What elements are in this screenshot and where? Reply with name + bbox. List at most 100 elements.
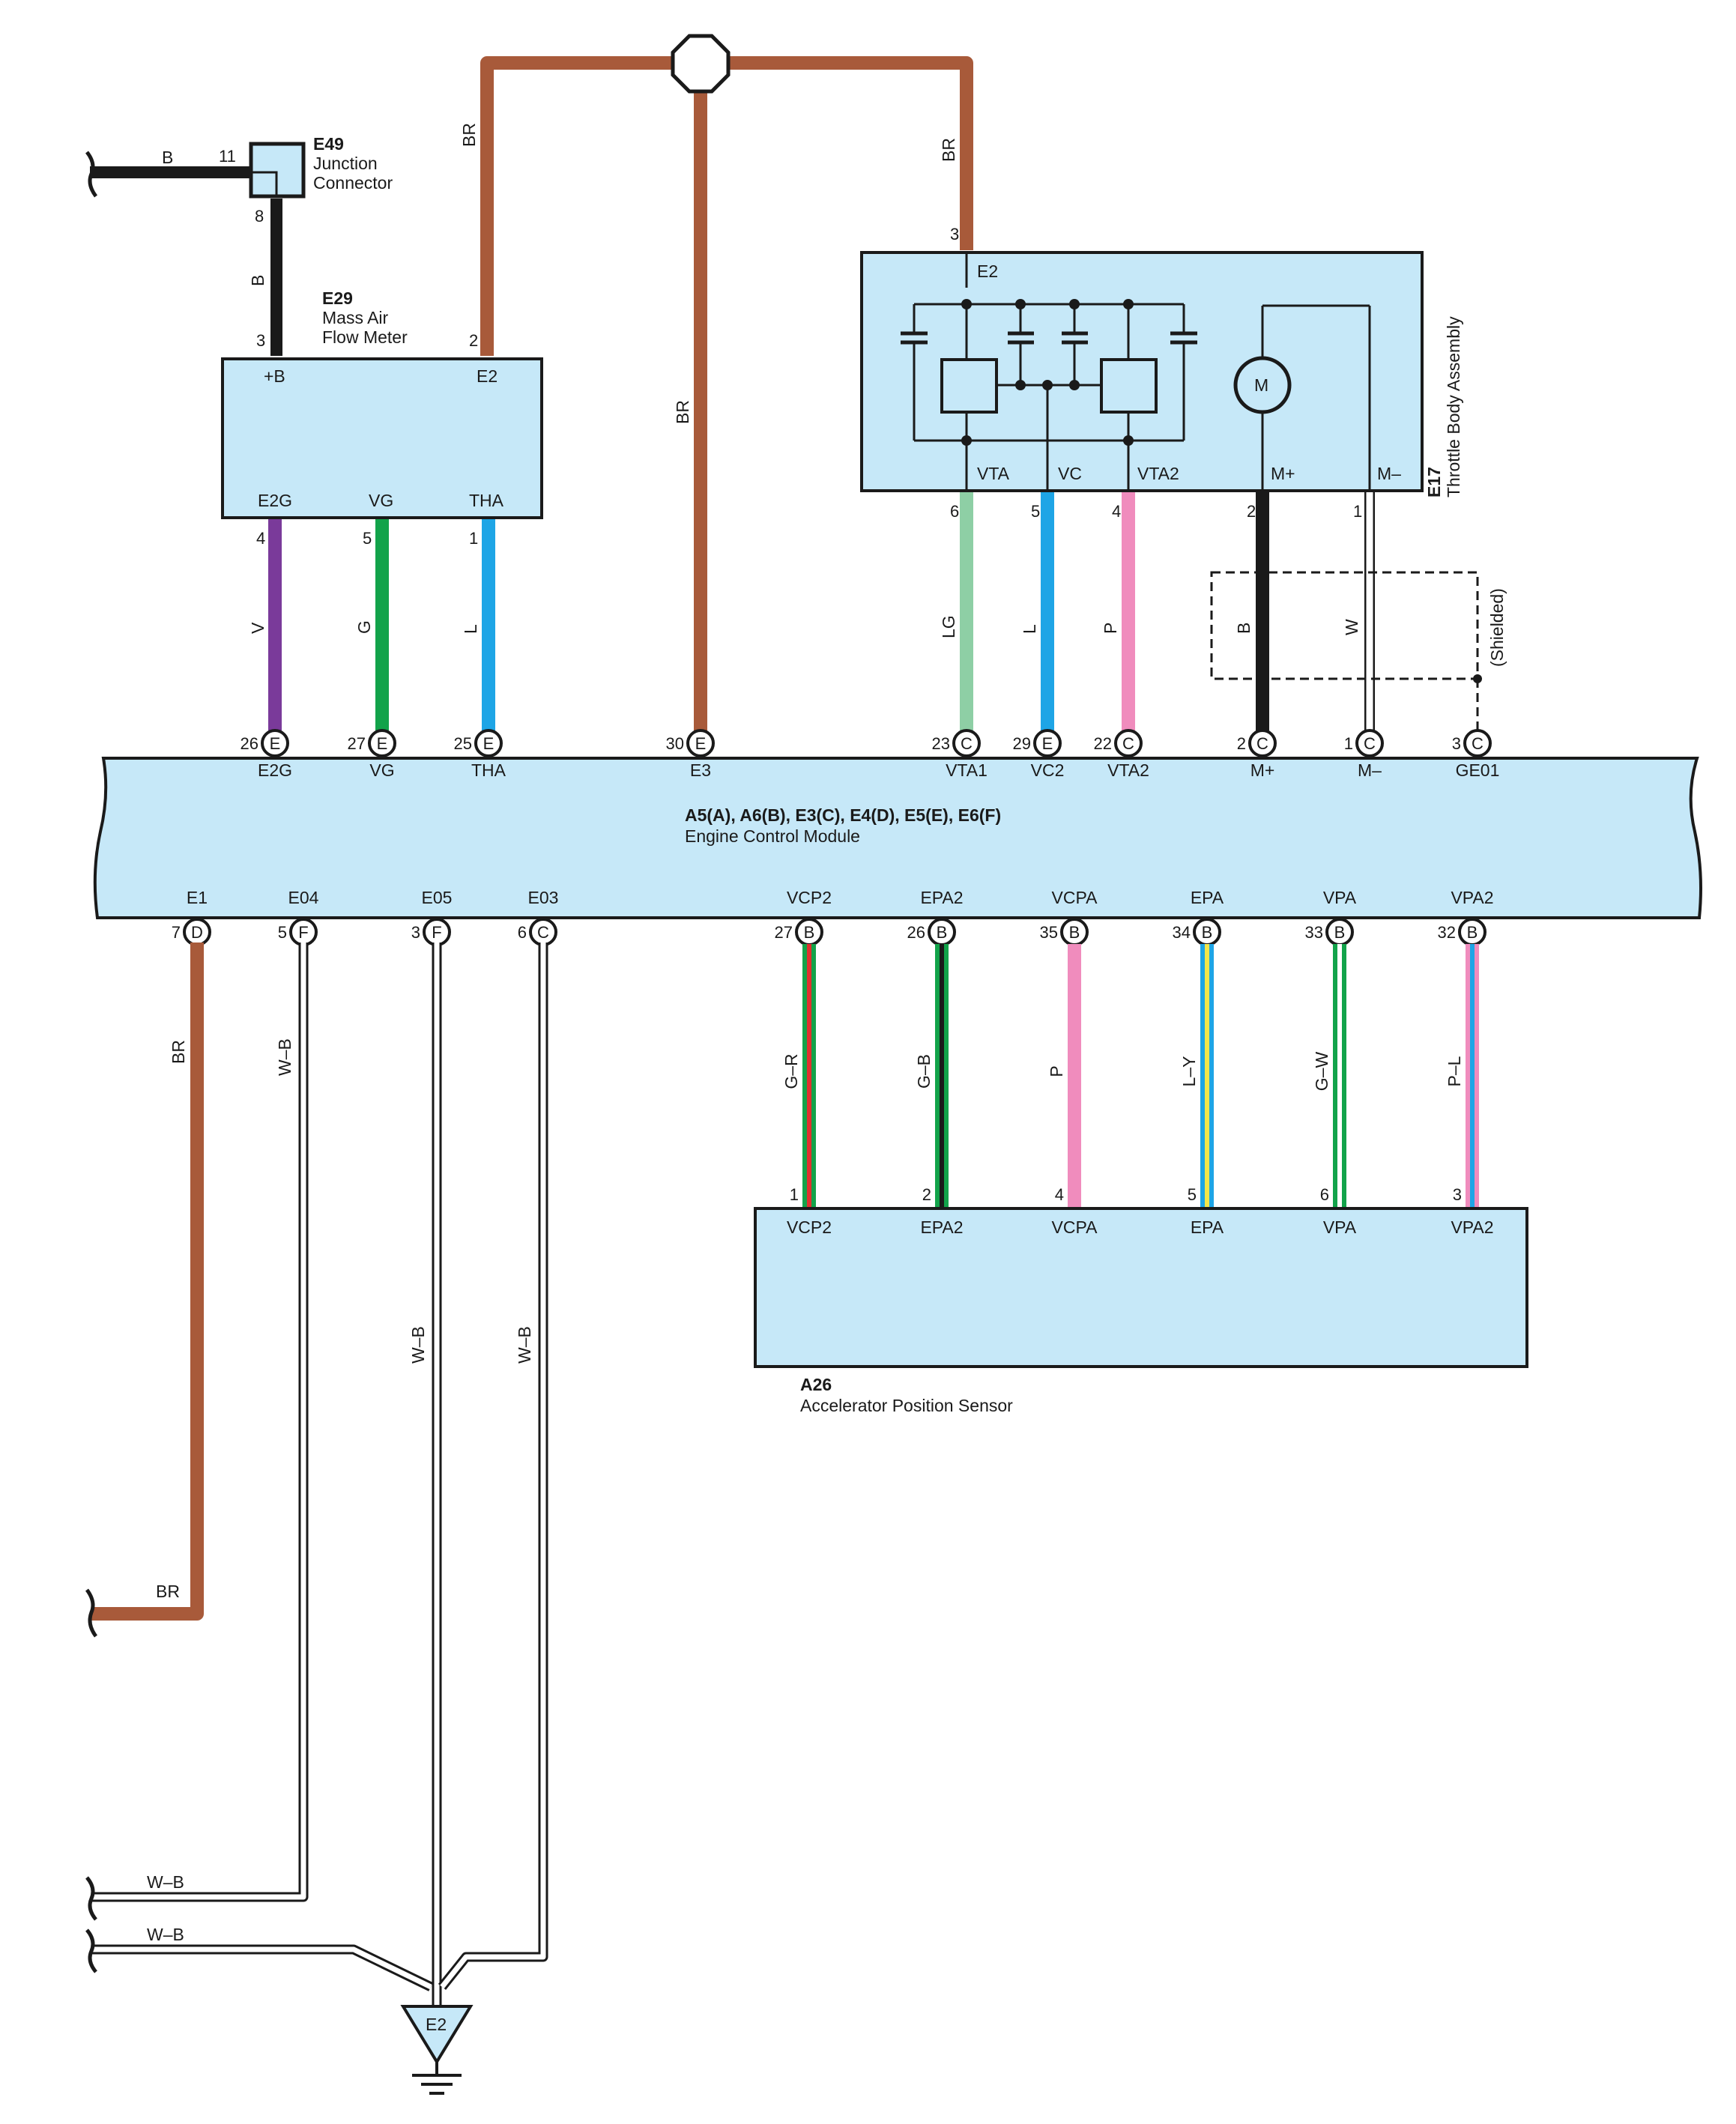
a26-wire-epa2 xyxy=(935,944,949,1208)
ecm-top-pin-num-m: 2 xyxy=(1237,734,1246,753)
e17-pin-mplus: 2 xyxy=(1247,502,1256,521)
ecm-top-pins: E26E2GE27VGE25THAE30E3C23VTA1E29VC2C22VT… xyxy=(241,729,1499,780)
ecm-bottom-pin-conn-e1: D xyxy=(191,923,203,942)
ecm-top-pin-conn-e2g: E xyxy=(270,734,281,753)
e49-name-line1: Junction xyxy=(313,154,378,173)
wire-vta2-label: P xyxy=(1101,623,1120,634)
ecm-bottom-term-epa: EPA xyxy=(1191,888,1224,907)
ground-icon xyxy=(412,2062,462,2095)
ecm-top-term-vc2: VC2 xyxy=(1031,760,1065,780)
wire-e04-wb xyxy=(91,943,309,1902)
a26-wire-label-epa: L–Y xyxy=(1179,1056,1199,1087)
ecm-top-term-vg: VG xyxy=(369,760,394,780)
e29-name-line1: Mass Air xyxy=(322,308,389,327)
wire-wb-end1-label: W–B xyxy=(147,1872,184,1892)
wire-tha-label: L xyxy=(461,624,480,634)
a26-name: Accelerator Position Sensor xyxy=(800,1396,1013,1415)
ecm-bottom-pin-conn-e03: C xyxy=(537,923,549,942)
ecm-bottom-pin-num-e05: 3 xyxy=(411,923,420,942)
ecm-top-pin-ge01 xyxy=(1463,729,1492,757)
ecm-module xyxy=(93,757,1702,919)
motor-label: M xyxy=(1254,375,1268,395)
e29-term-tha: THA xyxy=(469,491,504,510)
junction-octagon xyxy=(671,34,731,94)
shield-node xyxy=(1473,674,1482,683)
e29-term-vg: VG xyxy=(369,491,393,510)
ecm-bottom-pin-conn-vcp2: B xyxy=(804,923,815,942)
e29-mass-air-flow-meter xyxy=(221,357,543,519)
ecm-bottom-pin-conn-vpa: B xyxy=(1334,923,1346,942)
e29-term-plusb: +B xyxy=(264,366,285,386)
ecm-bottom-term-e05: E05 xyxy=(422,888,453,907)
ecm-bottom-term-vcp2: VCP2 xyxy=(787,888,832,907)
ecm-bottom-term-vpa: VPA xyxy=(1323,888,1357,907)
wire-e03-wb xyxy=(438,943,548,1991)
a26-term-vpa: VPA xyxy=(1323,1217,1357,1237)
a26-wire-label-vcpa: P xyxy=(1047,1065,1066,1077)
ecm-top-term-m: M– xyxy=(1358,760,1382,780)
ecm-bottom-pin-num-e03: 6 xyxy=(518,923,527,942)
wire-e03-label: W–B xyxy=(515,1326,534,1364)
wire-e2g-label: V xyxy=(248,622,267,634)
e29-pin-e2g: 4 xyxy=(256,529,265,548)
a26-accelerator-position-sensor xyxy=(754,1207,1528,1368)
ecm-bottom-pin-conn-epa2: B xyxy=(937,923,948,942)
a26-wire-label-epa2: G–B xyxy=(914,1054,934,1089)
ecm-top-pin-conn-vta2: C xyxy=(1122,734,1134,753)
ecm-bottom-pin-num-e04: 5 xyxy=(278,923,287,942)
e49-wire-in-label: B xyxy=(162,148,173,167)
e17-junction-dots xyxy=(961,299,1134,446)
e17-term-e2: E2 xyxy=(977,261,998,281)
e17-pin-vc: 5 xyxy=(1031,502,1040,521)
ecm-bottom-term-e1: E1 xyxy=(187,888,208,907)
ecm-connectors-title: A5(A), A6(B), E3(C), E4(D), E5(E), E6(F) xyxy=(685,805,1001,825)
ecm-bottom-pin-num-vcp2: 27 xyxy=(775,923,793,942)
wire-wb-end2-label: W–B xyxy=(147,1925,184,1944)
a26-pin-vpa2: 3 xyxy=(1453,1185,1462,1204)
ecm-name: Engine Control Module xyxy=(685,826,860,846)
a26-term-vpa2: VPA2 xyxy=(1451,1217,1493,1237)
ecm-bottom-pin-num-e1: 7 xyxy=(172,923,181,942)
ecm-bottom-term-vpa2: VPA2 xyxy=(1451,888,1493,907)
ecm-top-pin-vta1 xyxy=(952,729,981,757)
a26-pin-vcp2: 1 xyxy=(790,1185,799,1204)
e49-junction-connector xyxy=(85,142,306,356)
e17-term-mplus: M+ xyxy=(1271,464,1295,483)
ecm-top-pin-num-e2g: 26 xyxy=(241,734,258,753)
ecm-bottom-pin-conn-vcpa: B xyxy=(1069,923,1080,942)
ecm-top-pin-conn-m: C xyxy=(1256,734,1268,753)
ecm-top-term-e2g: E2G xyxy=(258,760,292,780)
wire-vc-label: L xyxy=(1020,624,1039,634)
ecm-top-pin-num-vc2: 29 xyxy=(1013,734,1031,753)
e17-throttle-body-assembly xyxy=(860,251,1424,492)
a26-wire-label-vpa: G–W xyxy=(1312,1052,1331,1092)
e17-term-vc: VC xyxy=(1058,464,1082,483)
ecm-bottom-pin-num-epa: 34 xyxy=(1173,923,1191,942)
a26-wire-vcp2 xyxy=(802,944,816,1208)
ecm-top-pin-conn-m: C xyxy=(1364,734,1376,753)
wire-e05-label: W–B xyxy=(408,1326,428,1364)
a26-pin-epa2: 2 xyxy=(922,1185,931,1204)
ecm-top-pin-e3 xyxy=(686,729,715,757)
ecm-top-pin-vc2 xyxy=(1033,729,1062,757)
ecm-top-pin-num-m: 1 xyxy=(1344,734,1353,753)
e49-wire-out-label: B xyxy=(248,275,267,286)
ecm-top-pin-vg xyxy=(368,729,396,757)
a26-wire-vpa xyxy=(1333,944,1346,1208)
wire-mminus-label: W xyxy=(1342,619,1361,635)
a26-wire-epa xyxy=(1200,944,1214,1208)
e17-pin-vta2: 4 xyxy=(1112,502,1121,521)
ecm-bottom-pin-conn-epa: B xyxy=(1202,923,1213,942)
e17-term-vta: VTA xyxy=(977,464,1010,483)
wire-e04-label: W–B xyxy=(275,1038,294,1076)
e49-pin-in: 11 xyxy=(219,147,236,166)
ecm-top-pin-m xyxy=(1355,729,1384,757)
e17-term-vta2: VTA2 xyxy=(1137,464,1179,483)
ecm-top-pin-num-e3: 30 xyxy=(666,734,684,753)
e17-pin-vta: 6 xyxy=(950,502,959,521)
ecm-top-term-m: M+ xyxy=(1250,760,1275,780)
e17-term-mminus: M– xyxy=(1377,464,1401,483)
